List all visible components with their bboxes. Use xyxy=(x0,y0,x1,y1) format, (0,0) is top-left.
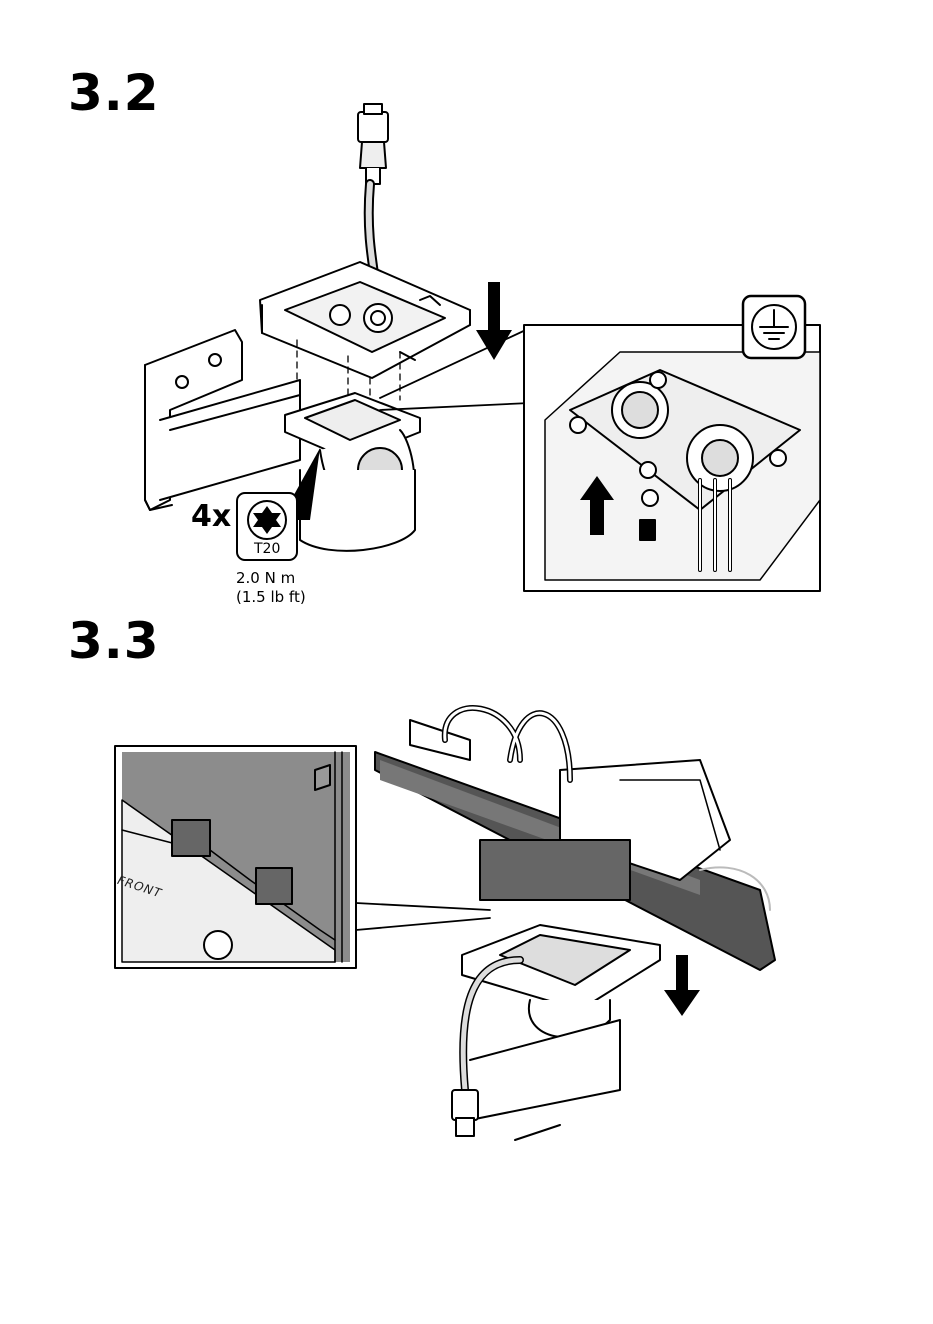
down-arrow-icon xyxy=(476,282,512,360)
torque-spec: 2.0 N m (1.5 lb ft) xyxy=(236,569,306,607)
down-arrow-icon xyxy=(664,955,700,1016)
wall-bracket xyxy=(145,330,300,510)
torx-bit-label: T20 xyxy=(254,541,280,557)
grounding-detail-inset xyxy=(524,325,820,591)
fastener-count: 4x xyxy=(191,499,231,534)
torque-imperial: (1.5 lb ft) xyxy=(236,588,306,607)
mount-base xyxy=(285,393,420,551)
junction-box-lid xyxy=(260,262,470,378)
front-detail-inset xyxy=(115,746,356,968)
mount-base-3-3 xyxy=(452,925,660,1140)
ground-symbol-icon xyxy=(743,296,805,358)
torque-metric: 2.0 N m xyxy=(236,569,306,588)
